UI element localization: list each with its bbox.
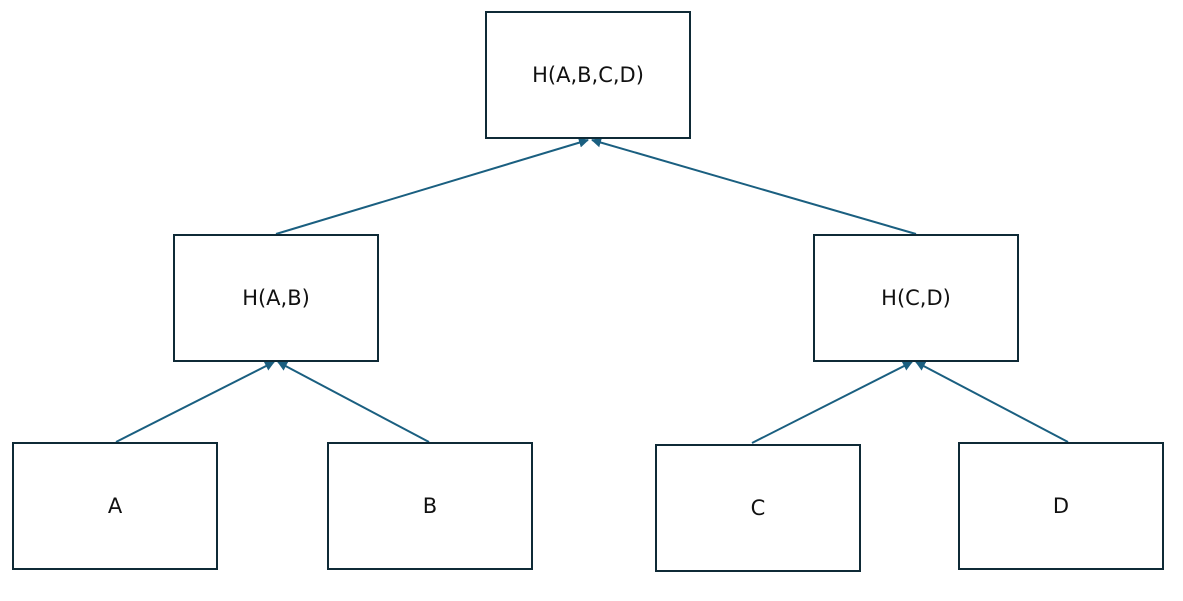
node-hash-cd: H(C,D) (813, 234, 1019, 362)
node-leaf-a: A (12, 442, 218, 570)
edge-cd-to-root (591, 137, 917, 235)
edge-c-to-cd (751, 361, 913, 444)
node-label-d: D (1052, 493, 1070, 518)
node-label-ab: H(A,B) (242, 285, 310, 310)
node-leaf-c: C (655, 444, 861, 572)
edge-a-to-ab (115, 361, 275, 443)
node-hash-ab: H(A,B) (173, 234, 379, 362)
node-label-a: A (107, 493, 123, 518)
node-leaf-d: D (958, 442, 1164, 570)
node-root-hash: H(A,B,C,D) (485, 11, 691, 139)
node-label-cd: H(C,D) (881, 285, 951, 310)
edge-ab-to-root (275, 137, 589, 235)
node-leaf-b: B (327, 442, 533, 570)
node-label-b: B (422, 493, 438, 518)
edge-b-to-ab (277, 361, 430, 443)
node-label-root: H(A,B,C,D) (532, 62, 644, 87)
edge-d-to-cd (915, 361, 1069, 443)
node-label-c: C (750, 495, 766, 520)
